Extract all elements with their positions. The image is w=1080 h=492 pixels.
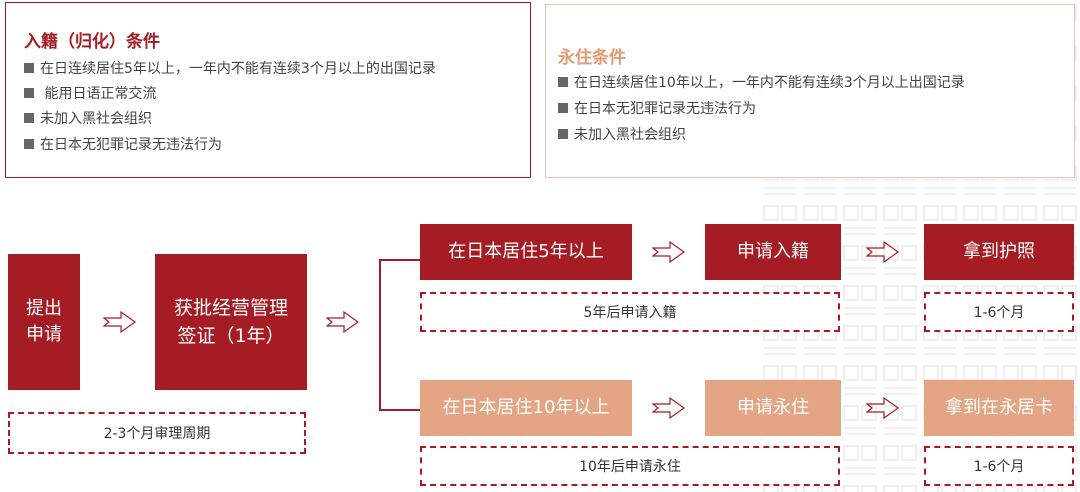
bullet-square-icon xyxy=(558,77,568,87)
permanent-card-duration-note: 1-6个月 xyxy=(924,446,1074,486)
bullet-square-icon xyxy=(24,139,34,149)
naturalization-conditions-box: 入籍（归化）条件 在日连续居住5年以上，一年内不能有连续3个月以上的出国记录 能… xyxy=(5,2,531,178)
review-period-note: 2-3个月审理周期 xyxy=(8,412,306,454)
get-permanent-card-node: 拿到在永居卡 xyxy=(924,380,1074,436)
permanent-title: 永住条件 xyxy=(558,48,626,68)
bullet-square-icon xyxy=(24,63,34,73)
submit-line-2: 申请 xyxy=(26,324,62,345)
bullet-square-icon xyxy=(24,88,34,98)
naturalization-item-text: 能用日语正常交流 xyxy=(40,86,157,102)
outline-arrow-icon xyxy=(652,396,686,420)
permanent-item-text: 在日本无犯罪记录无违法行为 xyxy=(574,101,756,117)
permanent-item-text: 在日连续居住10年以上，一年内不能有连续3个月以上出国记录 xyxy=(574,75,965,91)
permanent-conditions-box: 永住条件 在日连续居住10年以上，一年内不能有连续3个月以上出国记录 在日本无犯… xyxy=(545,4,1075,178)
naturalization-item-text: 未加入黑社会组织 xyxy=(40,111,152,127)
permanent-item-text: 未加入黑社会组织 xyxy=(574,127,686,143)
naturalization-item: 在日连续居住5年以上，一年内不能有连续3个月以上的出国记录 xyxy=(24,58,436,78)
naturalization-item: 未加入黑社会组织 xyxy=(24,108,152,128)
bullet-square-icon xyxy=(24,113,34,123)
branch-connector xyxy=(379,259,420,411)
naturalization-item-text: 在日本无犯罪记录无违法行为 xyxy=(40,137,222,153)
outline-arrow-icon xyxy=(326,310,360,334)
naturalization-item-text: 在日连续居住5年以上，一年内不能有连续3个月以上的出国记录 xyxy=(40,61,436,77)
business-visa-node: 获批经营管理 签证（1年） xyxy=(155,254,307,390)
naturalization-title: 入籍（归化）条件 xyxy=(24,32,160,52)
stay-10-years-node: 在日本居住10年以上 xyxy=(420,380,632,436)
get-passport-node: 拿到护照 xyxy=(924,224,1074,280)
naturalization-item: 能用日语正常交流 xyxy=(24,83,156,103)
visa-line-1: 获批经营管理 xyxy=(173,297,288,319)
outline-arrow-icon xyxy=(866,396,900,420)
outline-arrow-icon xyxy=(652,240,686,264)
outline-arrow-icon xyxy=(103,310,137,334)
permanent-item: 在日本无犯罪记录无违法行为 xyxy=(558,98,756,118)
permanent-item: 在日连续居住10年以上，一年内不能有连续3个月以上出国记录 xyxy=(558,72,965,92)
bullet-square-icon xyxy=(558,103,568,113)
submit-application-node: 提出 申请 xyxy=(8,254,80,390)
naturalization-apply-note: 5年后申请入籍 xyxy=(420,292,840,332)
naturalization-item: 在日本无犯罪记录无违法行为 xyxy=(24,134,222,154)
permanent-apply-note: 10年后申请永住 xyxy=(420,446,840,486)
stay-5-years-node: 在日本居住5年以上 xyxy=(420,224,632,280)
bullet-square-icon xyxy=(558,129,568,139)
outline-arrow-icon xyxy=(866,240,900,264)
apply-permanent-node: 申请永住 xyxy=(705,380,841,436)
visa-line-2: 签证（1年） xyxy=(177,325,285,347)
apply-naturalization-node: 申请入籍 xyxy=(705,224,841,280)
permanent-item: 未加入黑社会组织 xyxy=(558,124,686,144)
passport-duration-note: 1-6个月 xyxy=(924,292,1074,332)
submit-line-1: 提出 xyxy=(26,298,62,319)
